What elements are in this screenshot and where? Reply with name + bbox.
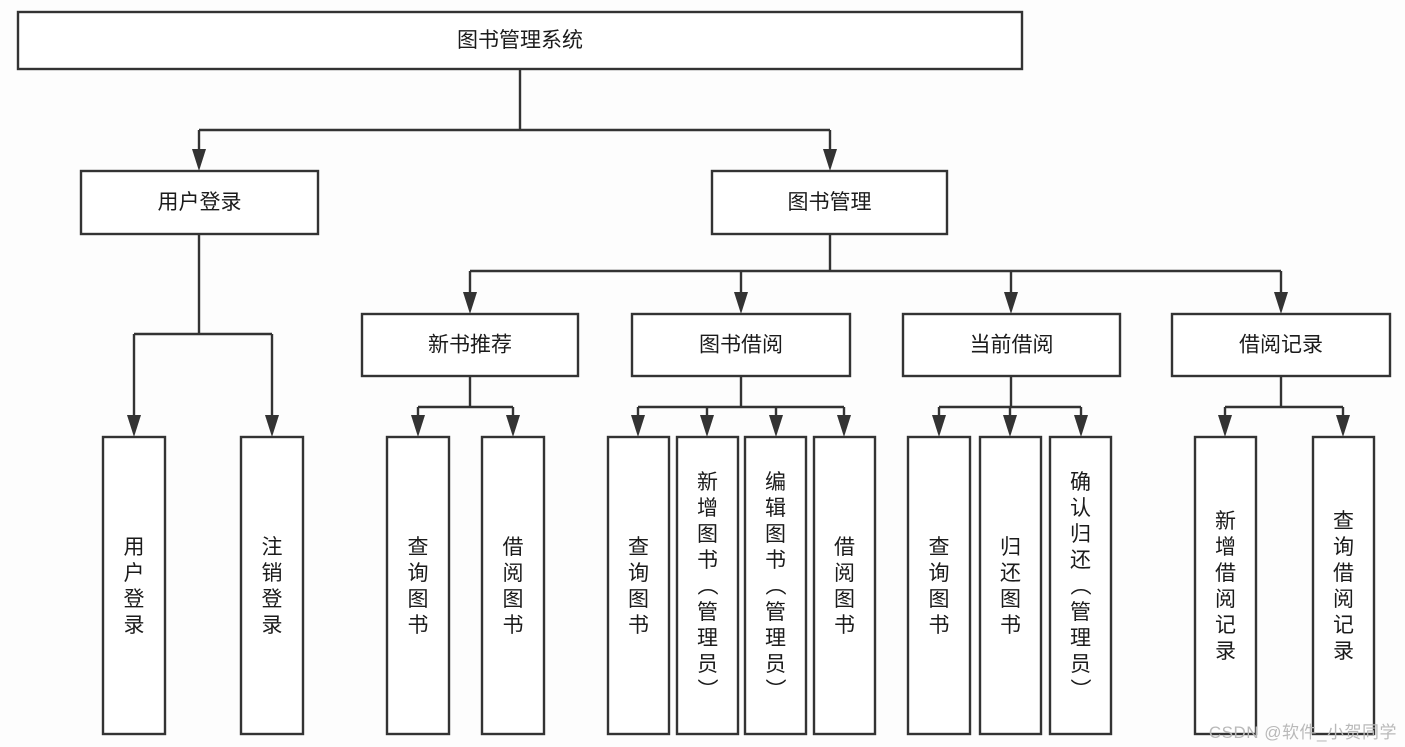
- node-leaf-query-book-1[interactable]: 查询图书: [385, 435, 451, 736]
- node-label: 当前借阅: [970, 334, 1054, 357]
- node-label: 查询图书: [929, 536, 950, 637]
- node-book-borrow[interactable]: 图书借阅: [630, 312, 852, 378]
- edges-layer: [127, 69, 1350, 437]
- node-label: 编辑图书（管理员）: [765, 471, 787, 702]
- edge-group-book-manage-to-level2: [463, 234, 1288, 314]
- edge-group-book-borrow-to-leaves: [631, 376, 851, 437]
- node-label: 借阅记录: [1239, 334, 1323, 357]
- node-label: 归还图书: [1000, 536, 1021, 637]
- node-leaf-edit-book[interactable]: 编辑图书（管理员）: [743, 435, 808, 736]
- node-label: 新书推荐: [428, 334, 512, 357]
- node-label: 用户登录: [124, 536, 145, 637]
- edge-group-current-borrow-to-leaves: [932, 376, 1088, 437]
- node-leaf-logout[interactable]: 注销登录: [239, 435, 305, 736]
- node-user-login[interactable]: 用户登录: [79, 169, 320, 236]
- node-leaf-borrow-book-1[interactable]: 借阅图书: [480, 435, 546, 736]
- node-label: 查询图书: [408, 536, 429, 637]
- edge-group-root-to-level1: [192, 69, 837, 171]
- node-root[interactable]: 图书管理系统: [16, 10, 1024, 71]
- node-label: 图书管理系统: [457, 29, 583, 52]
- node-book-manage[interactable]: 图书管理: [710, 169, 949, 236]
- nodes-layer: 图书管理系统用户登录图书管理新书推荐图书借阅当前借阅借阅记录用户登录注销登录查询…: [16, 10, 1392, 736]
- node-leaf-query-book-2[interactable]: 查询图书: [606, 435, 671, 736]
- node-label: 查询借阅记录: [1333, 510, 1354, 663]
- node-current-borrow[interactable]: 当前借阅: [901, 312, 1122, 378]
- edge-group-borrow-record-to-leaves: [1218, 376, 1350, 437]
- node-leaf-add-record[interactable]: 新增借阅记录: [1193, 435, 1258, 736]
- node-label: 借阅图书: [503, 536, 524, 637]
- node-leaf-borrow-book-2[interactable]: 借阅图书: [812, 435, 877, 736]
- node-new-book-rec[interactable]: 新书推荐: [360, 312, 580, 378]
- node-leaf-query-book-3[interactable]: 查询图书: [906, 435, 972, 736]
- node-borrow-record[interactable]: 借阅记录: [1170, 312, 1392, 378]
- node-label: 用户登录: [158, 191, 242, 214]
- node-leaf-return-book[interactable]: 归还图书: [978, 435, 1043, 736]
- edge-group-new-book-rec-to-leaves: [411, 376, 520, 437]
- node-leaf-add-book[interactable]: 新增图书（管理员）: [675, 435, 740, 736]
- node-leaf-user-login[interactable]: 用户登录: [101, 435, 167, 736]
- node-label: 新增借阅记录: [1215, 510, 1236, 663]
- node-label: 借阅图书: [834, 536, 855, 637]
- node-label: 注销登录: [262, 536, 283, 637]
- node-label: 确认归还（管理员）: [1070, 471, 1092, 702]
- node-label: 图书借阅: [699, 334, 783, 357]
- node-label: 查询图书: [628, 536, 649, 637]
- node-label: 新增图书（管理员）: [697, 471, 719, 702]
- node-leaf-query-record[interactable]: 查询借阅记录: [1311, 435, 1376, 736]
- node-label: 图书管理: [788, 191, 872, 214]
- node-leaf-confirm-return[interactable]: 确认归还（管理员）: [1048, 435, 1113, 736]
- edge-group-user-login-to-leaves: [127, 234, 279, 437]
